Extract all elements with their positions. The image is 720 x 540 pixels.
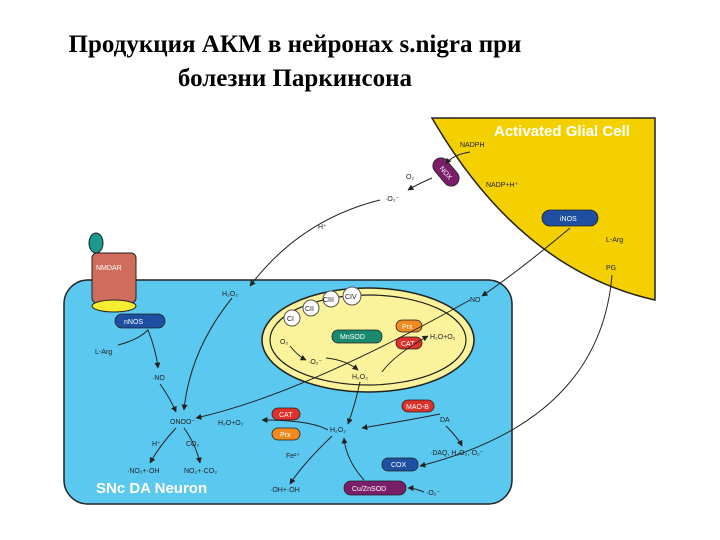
cox-label: COX bbox=[391, 462, 407, 469]
nmdar-label: NMDAR bbox=[96, 265, 122, 272]
maob-label: MAO-B bbox=[406, 404, 429, 411]
pg: PG bbox=[606, 265, 616, 272]
h2o-o2-mito: H₂O+O₂ bbox=[430, 334, 456, 341]
h-plus-top: H⁺ bbox=[318, 224, 327, 231]
no2-oh: ·NO₂+·OH bbox=[127, 468, 159, 475]
h2o2-top: H₂O₂ bbox=[222, 291, 238, 298]
o2-mito: O₂ bbox=[280, 339, 288, 346]
complex-ci-label: CI bbox=[287, 316, 294, 323]
mnsod-label: MnSOD bbox=[340, 334, 365, 341]
o2-glial: O₂ bbox=[406, 174, 414, 181]
membrane-channel bbox=[92, 300, 136, 312]
no-neuron: ·NO bbox=[152, 375, 165, 382]
h2o2-cyto: H₂O₂ bbox=[330, 427, 346, 434]
nnos-label: nNOS bbox=[124, 319, 143, 326]
prx-mito-label: Prx bbox=[402, 324, 413, 331]
no-glial: NO bbox=[470, 297, 481, 304]
arrow-superoxide-h2o2 bbox=[250, 200, 380, 286]
fe-ion: Fe²⁺ bbox=[286, 453, 301, 460]
nmdar-receptor bbox=[92, 253, 136, 303]
neuron-title: SNc DA Neuron bbox=[96, 480, 207, 497]
no2-co3: NO₂+·CO₃ bbox=[184, 468, 217, 475]
superoxide-out: ·O₂⁻ bbox=[385, 196, 399, 203]
nadph: NADPH bbox=[460, 142, 485, 149]
peroxynitrite: ONOO⁻ bbox=[170, 419, 195, 426]
daq: ·DAQ, H₂O₂,·O₂⁻ bbox=[430, 450, 484, 457]
da: DA bbox=[440, 417, 450, 424]
superoxide-cyto: ·O₂⁻ bbox=[426, 490, 440, 497]
inos-label: iNOS bbox=[560, 216, 577, 223]
h2o2-mito: H₂O₂ bbox=[352, 374, 368, 381]
glial-cell-title: Activated Glial Cell bbox=[494, 123, 630, 140]
nadp: NADP+H⁺ bbox=[486, 182, 519, 189]
h2o-o2-cyto: H₂O+O₂ bbox=[218, 420, 244, 427]
hydroxyl: ·OH+·OH bbox=[270, 487, 300, 494]
complex-civ-label: CIV bbox=[345, 294, 357, 301]
complex-ciii-label: CIII bbox=[323, 297, 334, 304]
receptor-head bbox=[89, 233, 103, 253]
superoxide-mito: ·O₂⁻ bbox=[308, 359, 322, 366]
cat-cyto-label: CAT bbox=[279, 412, 293, 419]
l-arg-neuron: L-Arg bbox=[95, 349, 112, 356]
cuznsod-label: Cu/ZnSOD bbox=[352, 486, 386, 493]
prx-cyto-label: Prx bbox=[280, 432, 291, 439]
l-arg-glial: L-Arg bbox=[606, 237, 623, 244]
complex-cii-label: CII bbox=[305, 306, 314, 313]
